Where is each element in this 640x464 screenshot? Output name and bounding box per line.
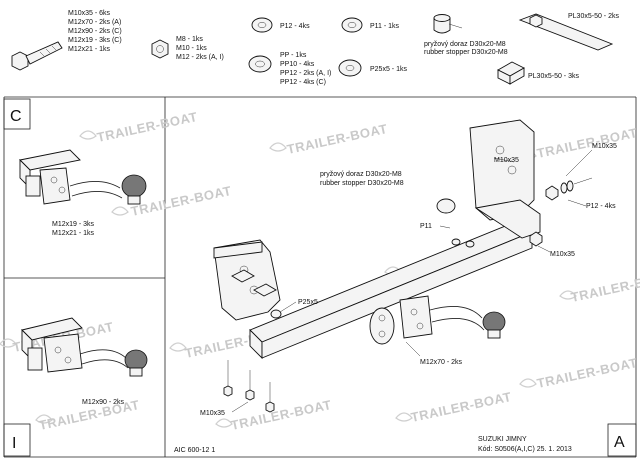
watermark-1: TRAILER-BOAT — [79, 109, 199, 145]
panel-a-label: A — [614, 434, 625, 451]
thick-washer-icon — [338, 59, 362, 77]
vehicle-model: SUZUKI JIMNY — [478, 436, 527, 443]
panel-i-label: I — [12, 435, 16, 452]
washer-icon — [251, 17, 273, 33]
plate-top-qty: PL30x5-50 - 2ks — [568, 13, 619, 20]
stopper-label-en: rubber stopper D30x20-M8 — [424, 49, 508, 56]
watermark-text: TRAILER-BOAT — [230, 397, 333, 433]
plate-bottom-qty: PL30x5-50 - 3ks — [528, 73, 579, 80]
plate-strip-icon — [518, 13, 614, 51]
panel-c-callout-2: M12x21 - 1ks — [52, 230, 95, 237]
callout-m10x35-right: M10x35 — [592, 143, 617, 150]
washer-p11-qty: P11 - 1ks — [370, 23, 400, 30]
panel-c-callout-1: M12x19 - 3ks — [52, 221, 95, 228]
parts-legend: M10x35 - 6ks M12x70 - 2ks (A) M12x90 - 2… — [11, 10, 619, 86]
hex-nut-icon — [151, 39, 169, 59]
watermark-9: TRAILER-BOAT — [559, 269, 640, 305]
watermarks: TRAILER-BOAT TRAILER-BOAT TRAILER-BOAT T… — [0, 109, 640, 433]
bolt-qty-3: M12x90 - 2ks (C) — [68, 28, 122, 35]
washer-p12-qty: P12 - 4ks — [280, 23, 310, 30]
product-code: Kód: S0506(A,I,C) 25. 1. 2013 — [478, 446, 572, 453]
towbar-i-drawing — [21, 317, 148, 377]
watermark-6: TRAILER-BOAT — [269, 121, 389, 157]
washer-pp-qty-2: PP10 - 4ks — [280, 61, 315, 68]
washer-p25-qty: P25x5 - 1ks — [370, 66, 407, 73]
watermark-text: TRAILER-BOAT — [570, 269, 640, 305]
stopper-label-cz: pryžový doraz D30x20-M8 — [424, 41, 506, 48]
bolt-icon — [11, 41, 63, 71]
watermark-text: TRAILER-BOAT — [536, 125, 639, 161]
nut-qty-2: M10 - 1ks — [176, 45, 207, 52]
panel-i-callout: M12x90 - 2ks — [82, 399, 125, 406]
drawing-code: AIC 600-12 1 — [174, 447, 215, 454]
bolt-qty-1: M10x35 - 6ks — [68, 10, 111, 17]
bolt-qty-2: M12x70 - 2ks (A) — [68, 19, 121, 26]
stopper-callout-cz: pryžový doraz D30x20-M8 — [320, 171, 402, 178]
plate-block-icon — [497, 61, 525, 85]
callout-p11: P11 — [420, 223, 432, 230]
nut-qty-1: M8 - 1ks — [176, 36, 203, 43]
watermark-12: TRAILER-BOAT — [215, 397, 333, 433]
watermark-11: TRAILER-BOAT — [395, 389, 513, 425]
nut-qty-3: M12 - 2ks (A, I) — [176, 54, 224, 61]
washer-pp-qty-4: PP12 - 4ks (C) — [280, 79, 326, 86]
watermark-10: TRAILER-BOAT — [519, 355, 639, 391]
watermark-text: TRAILER-BOAT — [410, 389, 513, 425]
stopper-callout-en: rubber stopper D30x20-M8 — [320, 180, 404, 187]
bolt-qty-5: M12x21 - 1ks — [68, 46, 111, 53]
panel-i: I M12x90 - 2ks — [12, 317, 148, 452]
watermark-text: TRAILER-BOAT — [536, 355, 639, 391]
watermark-8: TRAILER-BOAT — [519, 125, 639, 161]
panel-a: A — [174, 119, 625, 454]
towbar-main-drawing — [213, 119, 593, 413]
panel-c-label: C — [10, 108, 22, 125]
callout-m12x70: M12x70 - 2ks — [420, 359, 463, 366]
callout-p25x5: P25x5 — [298, 299, 318, 306]
towbar-c-drawing — [19, 149, 147, 205]
callout-m10x35-mid: M10x35 — [550, 251, 575, 258]
rubber-stopper-icon — [433, 14, 463, 34]
washer-pp-qty-3: PP12 - 2ks (A, I) — [280, 70, 331, 77]
flat-washer-icon — [248, 55, 272, 73]
bolt-qty-4: M12x19 - 3ks (C) — [68, 37, 122, 44]
callout-p12: P12 - 4ks — [586, 203, 616, 210]
washer-pp-qty-1: PP - 1ks — [280, 52, 307, 59]
watermark-text: TRAILER-BOAT — [286, 121, 389, 157]
watermark-text: TRAILER-BOAT — [96, 109, 199, 145]
washer-icon — [341, 17, 363, 33]
panel-c: C M12x19 - 3ks M12x21 - 1ks — [10, 108, 147, 237]
frame-lines — [3, 96, 637, 458]
callout-m10x35-bottom: M10x35 — [200, 410, 225, 417]
callout-m10x35-top: M10x35 — [494, 157, 519, 164]
